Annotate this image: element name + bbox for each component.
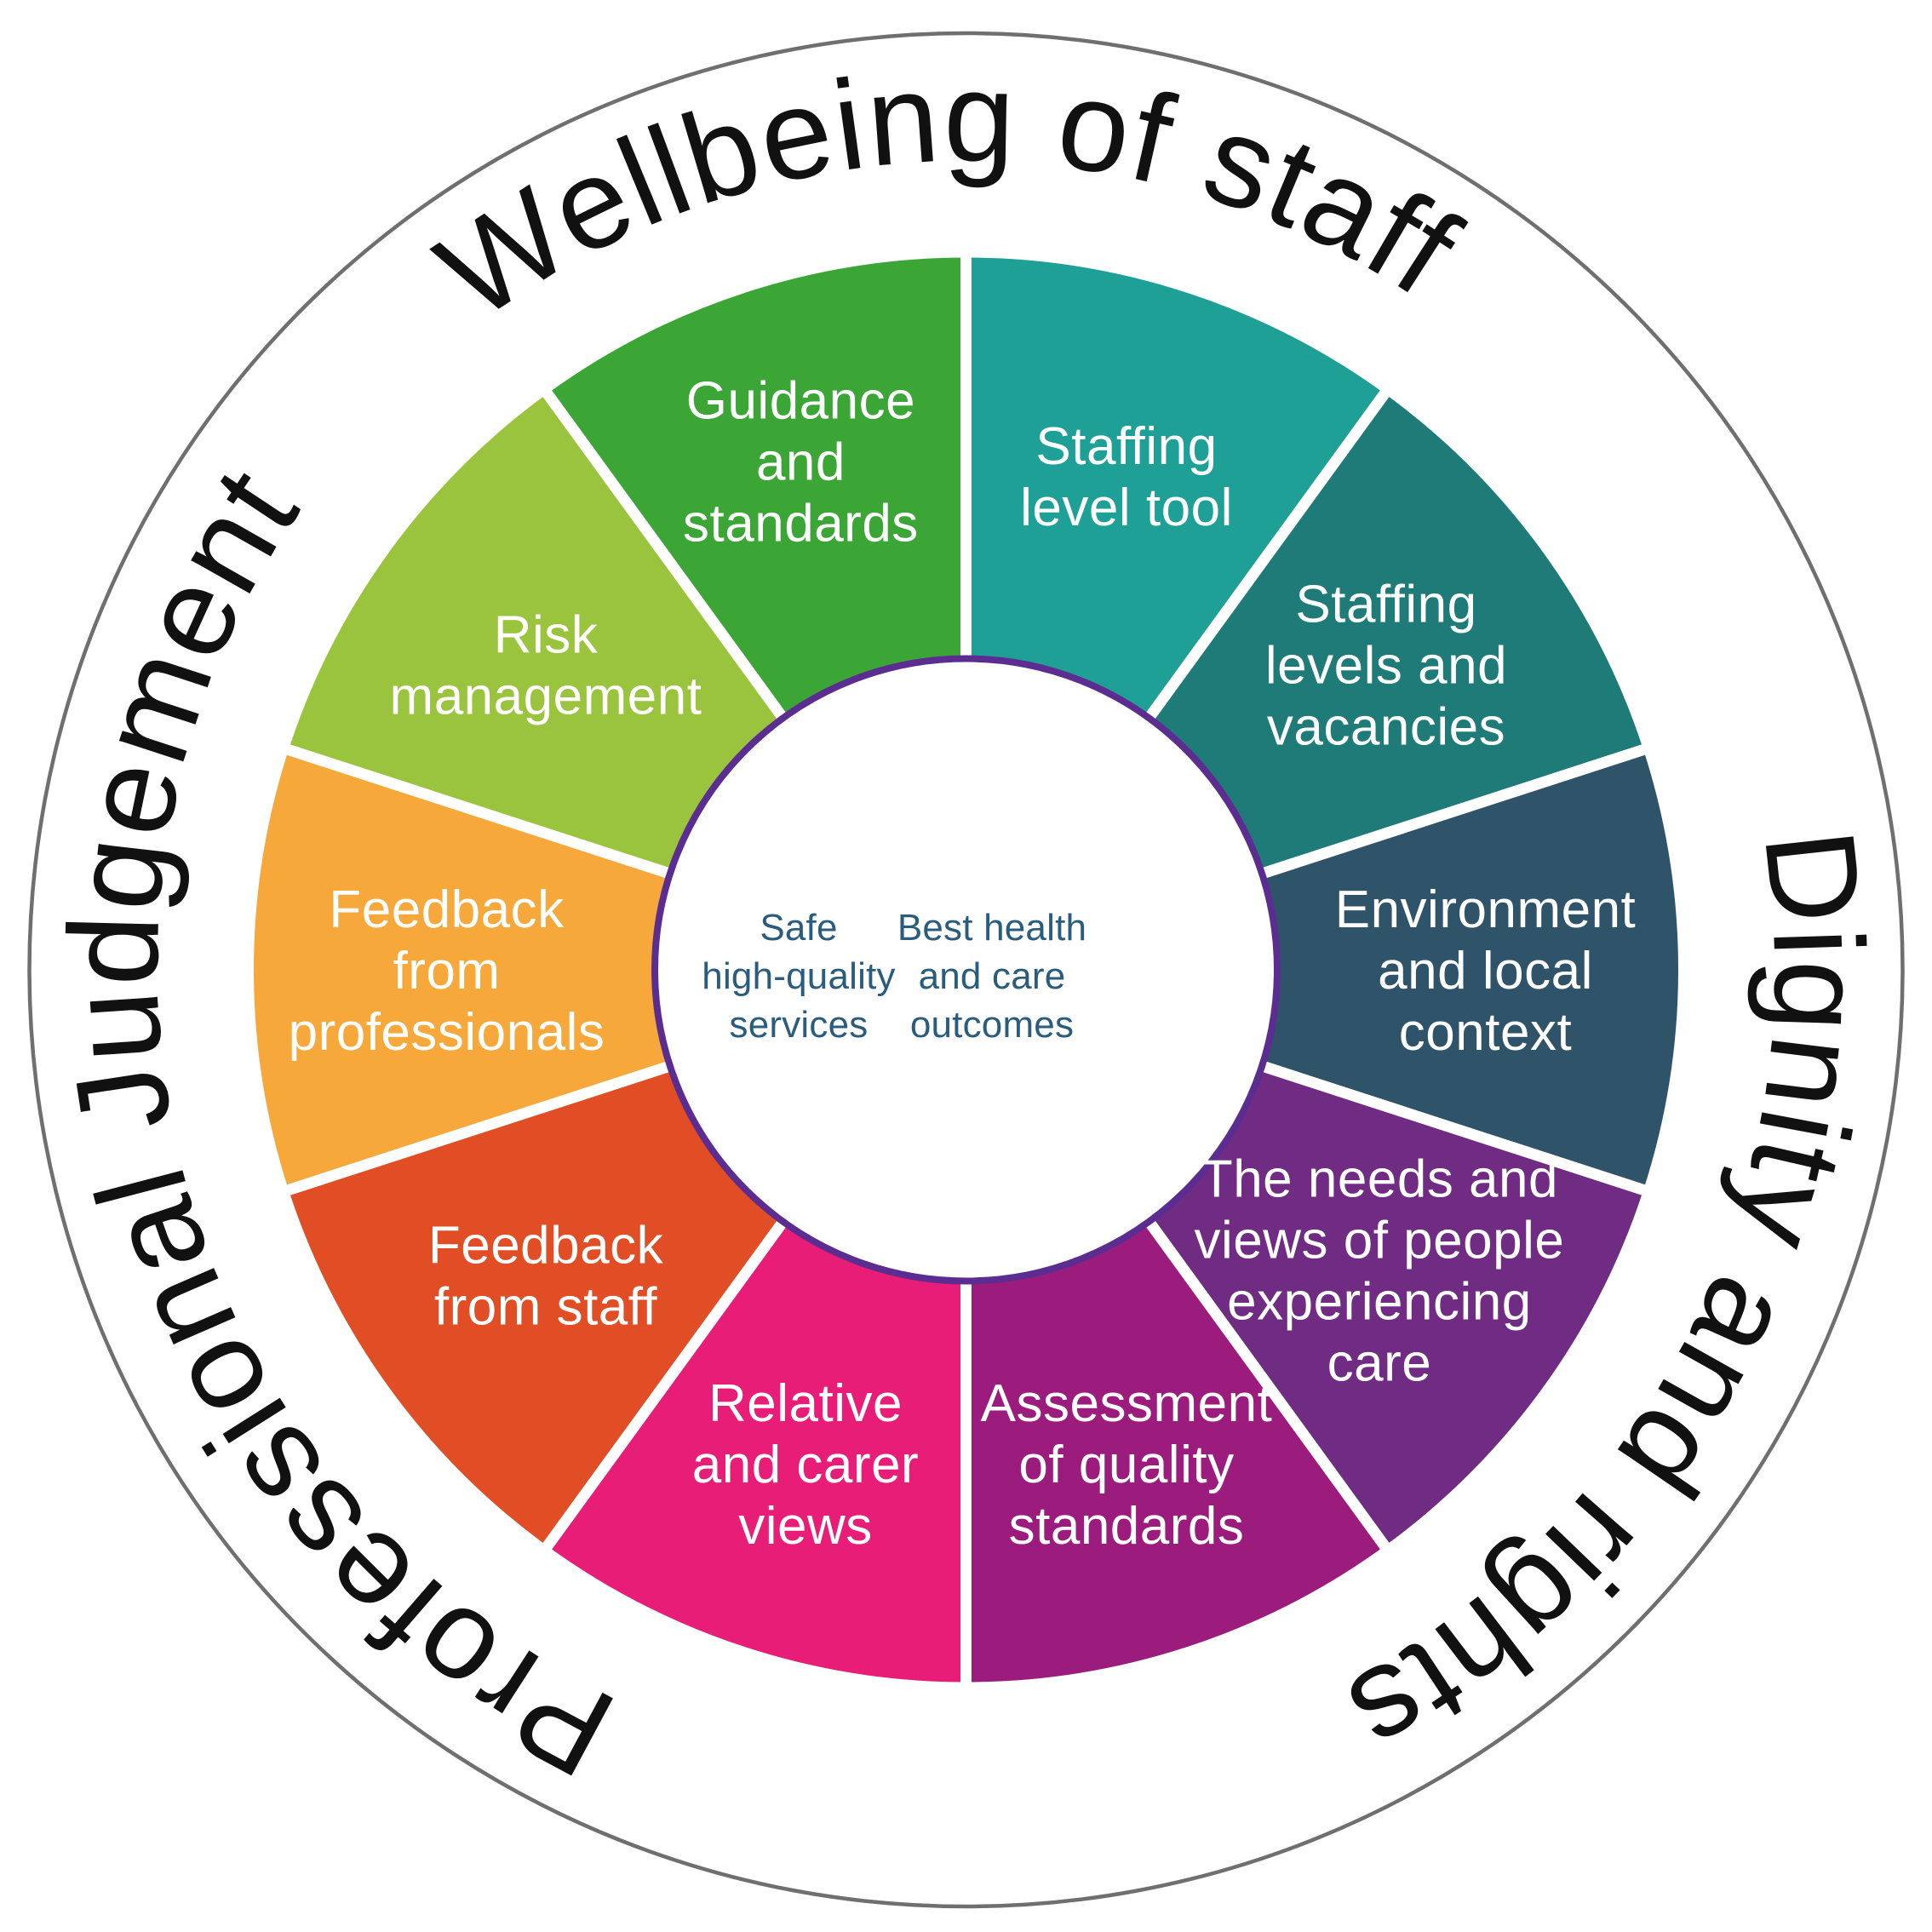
segment-label-line: level tool	[1020, 479, 1233, 537]
center-text-line: Safe	[760, 907, 837, 949]
segment-label-line: Guidance	[686, 372, 915, 431]
segment-label-line: Feedback	[428, 1217, 664, 1276]
segment-label-line: context	[1399, 1003, 1572, 1062]
segment-label-line: Staffing	[1295, 575, 1476, 633]
center-text-line: Best health	[897, 907, 1086, 949]
segment-label-line: Relative	[708, 1374, 903, 1433]
segment-label-line: Feedback	[329, 880, 565, 939]
center-text-line: high-quality	[702, 955, 895, 997]
segment-label-line: standards	[683, 495, 919, 553]
segment-label-line: of quality	[1018, 1436, 1234, 1494]
center-circle	[651, 655, 1281, 1285]
center-text-line: and care	[919, 955, 1066, 997]
segment-label-line: and local	[1378, 942, 1593, 1000]
segment-label-line: views	[738, 1497, 873, 1556]
segment-label-line: Environment	[1335, 880, 1637, 939]
segment-label-line: care	[1327, 1334, 1432, 1393]
segment-label-line: views of people	[1194, 1212, 1564, 1270]
segment-label-line: and	[756, 433, 846, 492]
center-text-left: Safe high-quality services	[702, 907, 895, 1046]
center-text-right: Best health and care outcomes	[897, 907, 1086, 1046]
segment-label-line: standards	[1009, 1497, 1245, 1556]
segment-label-line: vacancies	[1267, 697, 1505, 756]
segment-label-line: Risk	[494, 605, 599, 664]
center-text-line: services	[730, 1004, 869, 1046]
segment-label-line: Assessment	[981, 1374, 1273, 1433]
segment-label-line: professionals	[289, 1003, 605, 1062]
segment-label-line: from staff	[434, 1278, 658, 1337]
center-text-line: outcomes	[910, 1004, 1074, 1046]
segment-label-line: experiencing	[1227, 1273, 1532, 1332]
segment-label-line: levels and	[1265, 636, 1507, 695]
segment-label-line: management	[390, 667, 702, 725]
segment-label-line: Staffing	[1035, 417, 1217, 476]
segment-label-line: from	[393, 942, 501, 1000]
segment-label-line: The needs and	[1201, 1150, 1558, 1209]
segment-label-line: and carer	[692, 1436, 919, 1494]
